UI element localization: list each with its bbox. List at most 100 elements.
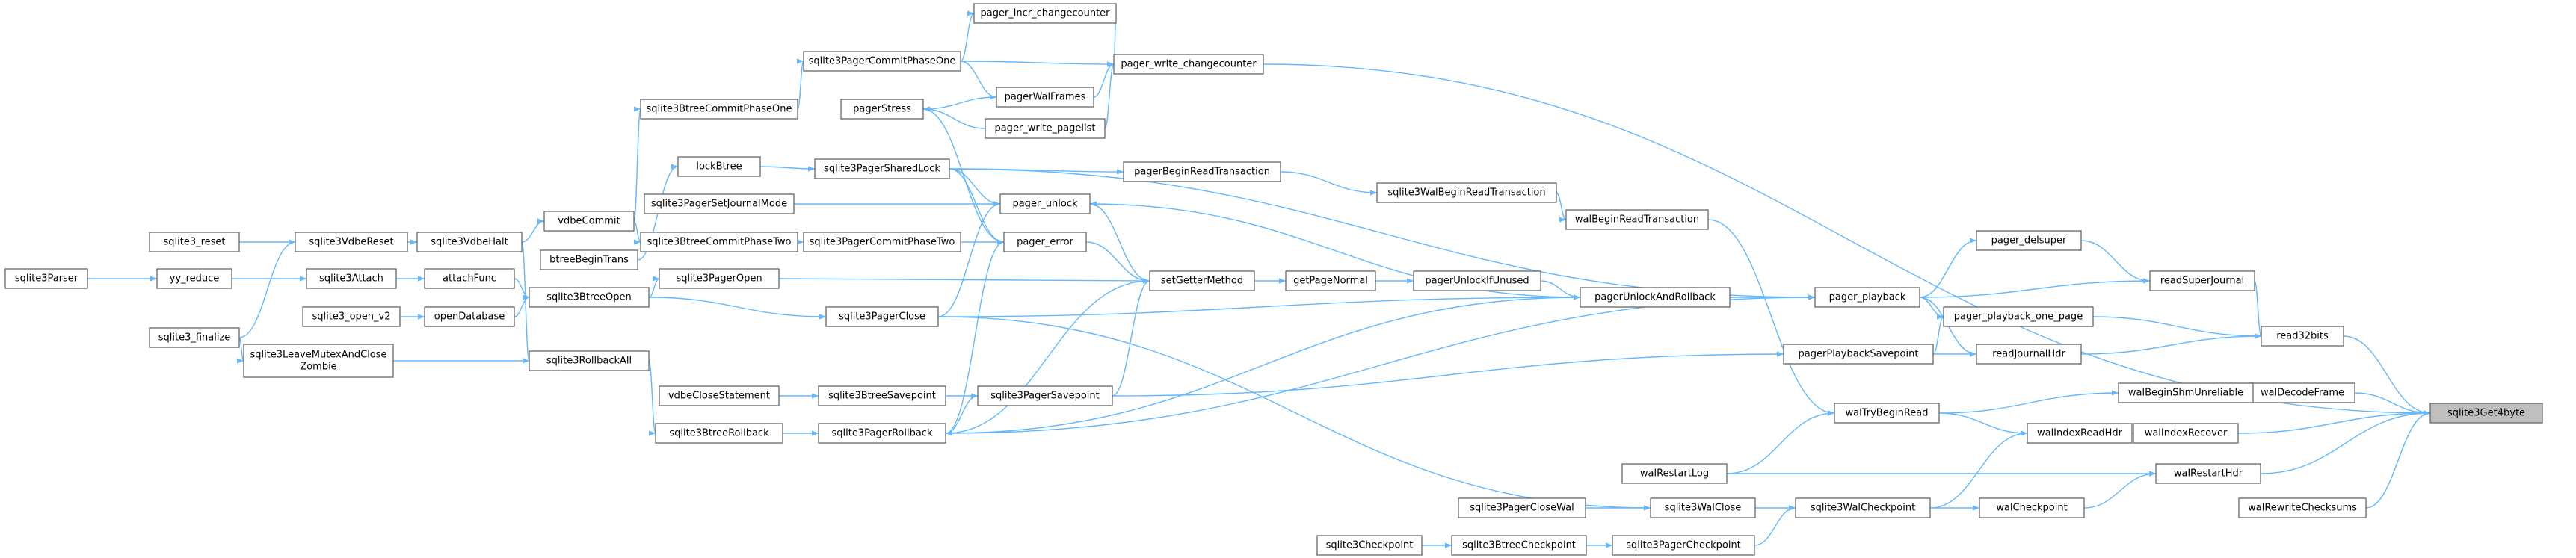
node-sqlite3RollbackAll[interactable]: sqlite3RollbackAll [529,350,650,371]
node-attachFunc[interactable]: attachFunc [424,268,515,289]
node-pagerPlaybackSavepoint[interactable]: pagerPlaybackSavepoint [1783,344,1934,365]
node-sqlite3PagerCommitPhaseOne[interactable]: sqlite3PagerCommitPhaseOne [803,51,961,72]
node-read32bits[interactable]: read32bits [2261,326,2344,347]
node-walBeginShmUnreliable[interactable]: walBeginShmUnreliable [2118,382,2254,403]
node-label-walDecodeFrame: walDecodeFrame [2261,388,2344,399]
node-sqlite3PagerRollback[interactable]: sqlite3PagerRollback [818,423,946,444]
node-sqlite3PagerCheckpoint[interactable]: sqlite3PagerCheckpoint [1612,535,1755,556]
node-sqlite3PagerSharedLock[interactable]: sqlite3PagerSharedLock [814,158,950,179]
edge-sqlite3PagerSharedLock-to-pager_unlock [949,168,1001,207]
node-label-pagerStress: pagerStress [853,104,911,115]
node-box-pagerBeginReadTransaction [1123,161,1281,182]
node-label-walBeginReadTransaction: walBeginReadTransaction [1575,214,1699,226]
node-vdbeCommit[interactable]: vdbeCommit [543,211,635,232]
node-sqlite3BtreeCommitPhaseOne[interactable]: sqlite3BtreeCommitPhaseOne [640,99,798,120]
node-sqlite3PagerSavepoint[interactable]: sqlite3PagerSavepoint [977,385,1113,406]
node-walCheckpoint[interactable]: walCheckpoint [1979,497,2085,518]
node-sqlite3Get4byte[interactable]: sqlite3Get4byte [2429,403,2543,424]
node-sqlite3_finalize[interactable]: sqlite3_finalize [149,327,240,348]
node-box-pager_unlock [999,193,1091,214]
node-label-sqlite3Parser: sqlite3Parser [15,273,78,285]
node-sqlite3PagerClose[interactable]: sqlite3PagerClose [825,306,939,327]
node-pager_delsuper[interactable]: pager_delsuper [1976,230,2082,251]
node-sqlite3Checkpoint[interactable]: sqlite3Checkpoint [1316,535,1423,556]
node-pager_incr_changecounter[interactable]: pager_incr_changecounter [973,3,1117,24]
node-yy_reduce[interactable]: yy_reduce [156,268,232,289]
node-btreeBeginTrans[interactable]: btreeBeginTrans [540,249,638,270]
node-walRewriteChecksums[interactable]: walRewriteChecksums [2238,497,2367,518]
node-box-sqlite3PagerRollback [818,423,946,444]
node-sqlite3PagerCommitPhaseTwo[interactable]: sqlite3PagerCommitPhaseTwo [803,232,961,252]
node-box-sqlite3PagerSetJournalMode [644,193,795,214]
node-walTryBeginRead[interactable]: walTryBeginRead [1834,403,1940,424]
node-pagerUnlockIfUnused[interactable]: pagerUnlockIfUnused [1413,270,1541,291]
node-walBeginReadTransaction[interactable]: walBeginReadTransaction [1565,209,1709,230]
node-openDatabase[interactable]: openDatabase [424,306,515,327]
node-pager_unlock[interactable]: pager_unlock [999,193,1091,214]
node-pager_playback_one_page[interactable]: pager_playback_one_page [1943,306,2094,327]
node-getPageNormal[interactable]: getPageNormal [1285,270,1376,291]
node-sqlite3BtreeSavepoint[interactable]: sqlite3BtreeSavepoint [818,385,946,406]
edge-sqlite3PagerOpen-to-setGetterMethod [778,278,1150,284]
node-vdbeCloseStatement[interactable]: vdbeCloseStatement [659,385,780,406]
node-pagerWalFrames[interactable]: pagerWalFrames [996,87,1094,108]
node-label-setGetterMethod: setGetterMethod [1161,276,1243,287]
edge-walTryBeginRead-to-walIndexReadHdr [1938,412,2028,436]
node-pager_write_pagelist[interactable]: pager_write_pagelist [985,118,1106,139]
node-walRestartHdr[interactable]: walRestartHdr [2155,463,2261,484]
node-readJournalHdr[interactable]: readJournalHdr [1976,344,2082,365]
node-label-btreeBeginTrans: btreeBeginTrans [549,255,629,266]
node-sqlite3PagerSetJournalMode[interactable]: sqlite3PagerSetJournalMode [644,193,795,214]
node-sqlite3PagerOpen[interactable]: sqlite3PagerOpen [659,268,780,289]
node-sqlite3WalBeginReadTransaction[interactable]: sqlite3WalBeginReadTransaction [1376,182,1557,203]
node-walDecodeFrame[interactable]: walDecodeFrame [2249,382,2355,403]
node-sqlite3WalCheckpoint[interactable]: sqlite3WalCheckpoint [1795,497,1931,518]
node-sqlite3VdbeHalt[interactable]: sqlite3VdbeHalt [416,232,523,252]
node-label-sqlite3PagerSharedLock: sqlite3PagerSharedLock [824,164,940,175]
node-pager_write_changecounter[interactable]: pager_write_changecounter [1113,54,1264,75]
edge-pagerStress-to-pager_error [922,108,1005,245]
node-box-sqlite3PagerCommitPhaseOne [803,51,961,72]
node-walIndexRecover[interactable]: walIndexRecover [2133,423,2239,444]
node-sqlite3VdbeReset[interactable]: sqlite3VdbeReset [295,232,408,252]
node-pager_error[interactable]: pager_error [1003,232,1087,252]
node-label-sqlite3WalClose: sqlite3WalClose [1665,503,1742,514]
edge-pager_unlock-to-setGetterMethod [1089,203,1150,284]
node-label-sqlite3PagerSavepoint: sqlite3PagerSavepoint [990,391,1100,402]
node-label-sqlite3BtreeRollback: sqlite3BtreeRollback [669,428,769,439]
node-sqlite3PagerCloseWal[interactable]: sqlite3PagerCloseWal [1458,497,1586,518]
node-label-sqlite3Checkpoint: sqlite3Checkpoint [1326,540,1414,551]
node-sqlite3BtreeCheckpoint[interactable]: sqlite3BtreeCheckpoint [1451,535,1587,556]
node-sqlite3BtreeCommitPhaseTwo[interactable]: sqlite3BtreeCommitPhaseTwo [640,232,798,252]
node-lockBtree[interactable]: lockBtree [677,156,761,177]
node-sqlite3Attach[interactable]: sqlite3Attach [306,268,397,289]
edge-read32bits-to-sqlite3Get4byte [2343,335,2431,416]
edge-pagerBeginReadTransaction-to-sqlite3WalBeginReadTransaction [1280,171,1378,196]
node-label-sqlite3BtreeCommitPhaseTwo: sqlite3BtreeCommitPhaseTwo [647,237,792,248]
edge-lockBtree-to-sqlite3PagerSharedLock [759,166,816,172]
node-pagerUnlockAndRollback[interactable]: pagerUnlockAndRollback [1580,287,1731,308]
node-label-readSuperJournal: readSuperJournal [2160,276,2244,287]
edge-sqlite3PagerRollback-to-pager_error [945,239,1005,434]
node-sqlite3_reset[interactable]: sqlite3_reset [149,232,240,252]
node-box-pagerUnlockIfUnused [1413,270,1541,291]
node-readSuperJournal[interactable]: readSuperJournal [2149,270,2255,291]
node-sqlite3Parser[interactable]: sqlite3Parser [4,268,88,289]
node-pager_playback[interactable]: pager_playback [1814,287,1920,308]
node-sqlite3BtreeOpen[interactable]: sqlite3BtreeOpen [529,287,650,308]
node-box-sqlite3BtreeRollback [655,423,783,444]
node-sqlite3_open_v2[interactable]: sqlite3_open_v2 [302,306,401,327]
node-sqlite3BtreeRollback[interactable]: sqlite3BtreeRollback [655,423,783,444]
node-pagerStress[interactable]: pagerStress [840,99,924,120]
node-pagerBeginReadTransaction[interactable]: pagerBeginReadTransaction [1123,161,1281,182]
node-sqlite3WalClose[interactable]: sqlite3WalClose [1650,497,1756,518]
node-walRestartLog[interactable]: walRestartLog [1621,463,1728,484]
node-setGetterMethod[interactable]: setGetterMethod [1149,270,1255,291]
node-label-sqlite3BtreeOpen: sqlite3BtreeOpen [546,292,631,303]
node-label-sqlite3PagerCommitPhaseTwo: sqlite3PagerCommitPhaseTwo [810,237,955,248]
edge-sqlite3PagerSavepoint-to-pagerPlaybackSavepoint [1112,351,1784,397]
node-label-pager_write_changecounter: pager_write_changecounter [1121,59,1257,70]
node-walIndexReadHdr[interactable]: walIndexReadHdr [2027,423,2133,444]
